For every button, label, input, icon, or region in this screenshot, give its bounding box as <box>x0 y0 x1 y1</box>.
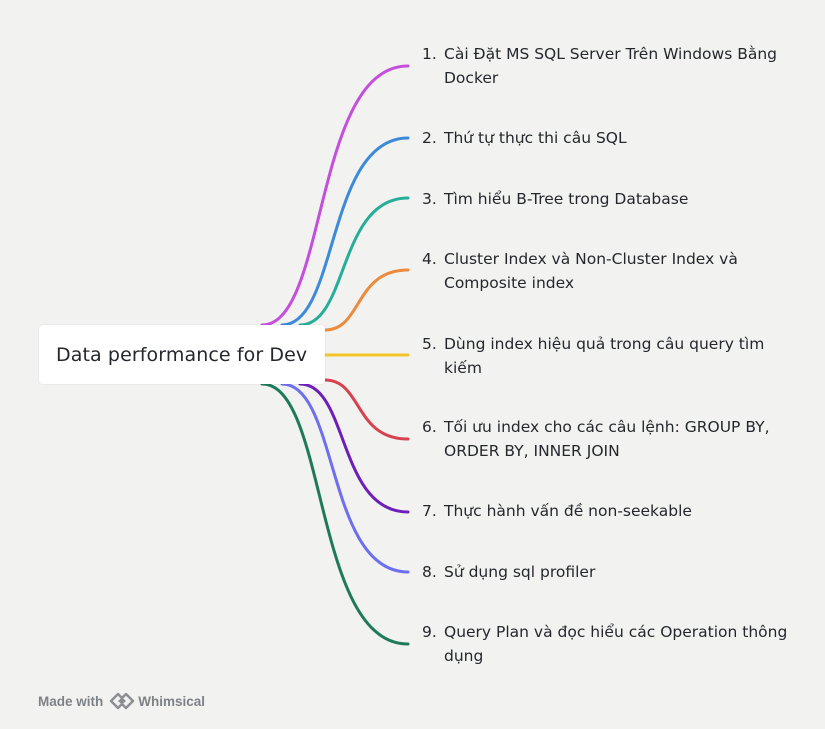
branch-connector-9 <box>260 382 410 646</box>
branch-connector-2 <box>280 136 410 327</box>
branch-connector-1 <box>260 64 410 327</box>
branch-node-3[interactable]: 3. Tìm hiểu B-Tree trong Database <box>422 187 802 211</box>
branch-connector-6 <box>323 378 410 441</box>
branch-number: 3. <box>422 190 437 208</box>
branch-number: 9. <box>422 623 437 641</box>
made-with-whimsical-badge[interactable]: Made with Whimsical <box>38 690 205 712</box>
branch-node-4[interactable]: 4. Cluster Index và Non-Cluster Index và… <box>422 247 802 295</box>
branch-label: Sử dụng sql profiler <box>444 563 596 581</box>
branch-connector-8 <box>280 382 410 574</box>
branch-connector-4 <box>323 268 410 332</box>
root-node[interactable]: Data performance for Dev <box>39 325 325 384</box>
branch-label: Tối ưu index cho các câu lệnh: GROUP BY,… <box>444 418 770 460</box>
whimsical-logo-icon <box>110 692 135 710</box>
branch-node-9[interactable]: 9. Query Plan và đọc hiểu các Operation … <box>422 620 802 668</box>
branch-label: Dùng index hiệu quả trong câu query tìm … <box>444 335 765 377</box>
branch-node-8[interactable]: 8. Sử dụng sql profiler <box>422 560 802 584</box>
branch-node-1[interactable]: 1. Cài Đặt MS SQL Server Trên Windows Bằ… <box>422 42 802 90</box>
branch-number: 5. <box>422 335 437 353</box>
branch-number: 4. <box>422 250 437 268</box>
branch-node-7[interactable]: 7. Thực hành vấn đề non-seekable <box>422 499 802 523</box>
branch-label: Thực hành vấn đề non-seekable <box>444 502 692 520</box>
branch-connector-7 <box>298 382 410 514</box>
made-with-text: Made with <box>38 693 104 709</box>
branch-number: 7. <box>422 502 437 520</box>
branch-number: 2. <box>422 129 437 147</box>
branch-label: Cluster Index và Non-Cluster Index và Co… <box>444 250 738 292</box>
branch-node-5[interactable]: 5. Dùng index hiệu quả trong câu query t… <box>422 332 802 380</box>
branch-node-6[interactable]: 6. Tối ưu index cho các câu lệnh: GROUP … <box>422 415 802 463</box>
branch-label: Thứ tự thực thi câu SQL <box>444 129 627 147</box>
whimsical-brand-text: Whimsical <box>138 693 206 709</box>
branch-number: 8. <box>422 563 437 581</box>
branch-node-2[interactable]: 2. Thứ tự thực thi câu SQL <box>422 126 802 150</box>
branch-label: Cài Đặt MS SQL Server Trên Windows Bằng … <box>444 45 777 87</box>
branch-number: 6. <box>422 418 437 436</box>
branch-number: 1. <box>422 45 437 63</box>
branch-label: Tìm hiểu B-Tree trong Database <box>444 190 689 208</box>
root-node-label: Data performance for Dev <box>56 343 308 366</box>
branch-connector-3 <box>298 196 410 327</box>
branch-label: Query Plan và đọc hiểu các Operation thô… <box>444 623 788 665</box>
